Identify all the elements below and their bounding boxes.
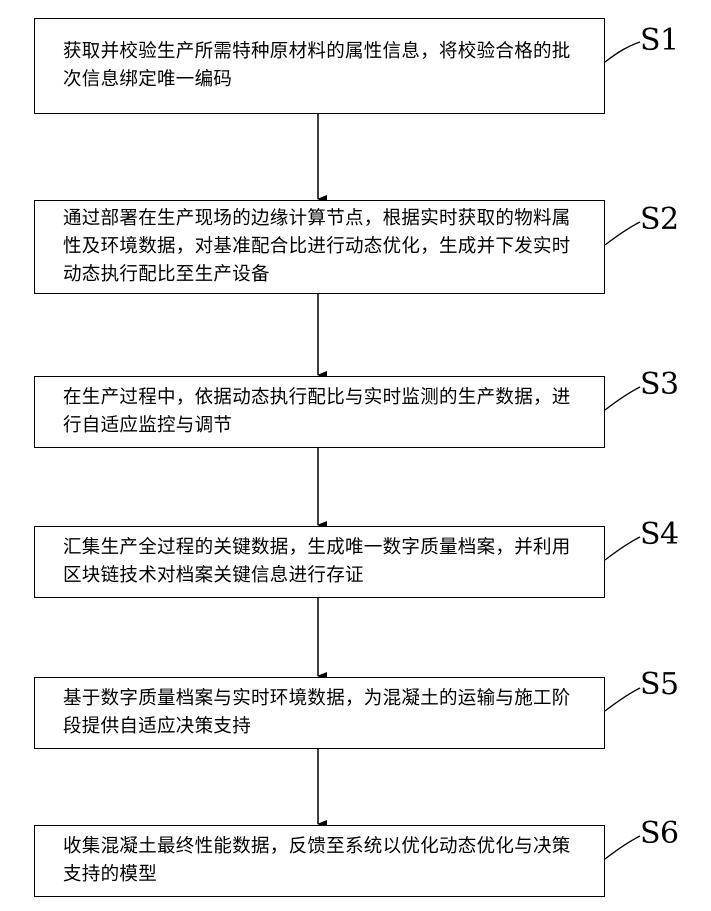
step-tag-s4: S4: [640, 518, 679, 552]
step-text-s3: 在生产过程中，依据动态执行配比与实时监测的生产数据，进行自适应监控与调节: [63, 384, 588, 440]
step-text-s6: 收集混凝土最终性能数据，反馈至系统以优化动态优化与决策支持的模型: [63, 833, 588, 889]
step-text-s2: 通过部署在生产现场的边缘计算节点，根据实时获取的物料属性及环境数据，对基准配合比…: [63, 205, 588, 289]
step-tag-s2: S2: [640, 203, 679, 237]
step-box-s3: 在生产过程中，依据动态执行配比与实时监测的生产数据，进行自适应监控与调节: [34, 376, 605, 448]
step-tag-s3: S3: [640, 368, 679, 402]
leader-s3: [605, 387, 640, 410]
leader-s6: [605, 836, 640, 859]
step-box-s2: 通过部署在生产现场的边缘计算节点，根据实时获取的物料属性及环境数据，对基准配合比…: [34, 200, 605, 294]
step-tag-s5: S5: [640, 668, 679, 702]
leader-s2: [605, 222, 640, 245]
step-box-s1: 获取并校验生产所需特种原材料的属性信息，将校验合格的批次信息绑定唯一编码: [34, 18, 605, 114]
leader-s5: [605, 688, 640, 711]
step-box-s4: 汇集生产全过程的关键数据，生成唯一数字质量档案，并利用区块链技术对档案关键信息进…: [34, 526, 605, 598]
step-text-s4: 汇集生产全过程的关键数据，生成唯一数字质量档案，并利用区块链技术对档案关键信息进…: [63, 534, 588, 590]
leader-s1: [605, 42, 640, 62]
step-box-s5: 基于数字质量档案与实时环境数据，为混凝土的运输与施工阶段提供自适应决策支持: [34, 677, 605, 749]
step-text-s5: 基于数字质量档案与实时环境数据，为混凝土的运输与施工阶段提供自适应决策支持: [63, 685, 588, 741]
step-text-s1: 获取并校验生产所需特种原材料的属性信息，将校验合格的批次信息绑定唯一编码: [63, 38, 588, 94]
step-tag-s1: S1: [640, 24, 679, 58]
step-box-s6: 收集混凝土最终性能数据，反馈至系统以优化动态优化与决策支持的模型: [34, 825, 605, 897]
leader-s4: [605, 537, 640, 560]
step-tag-s6: S6: [640, 817, 679, 851]
